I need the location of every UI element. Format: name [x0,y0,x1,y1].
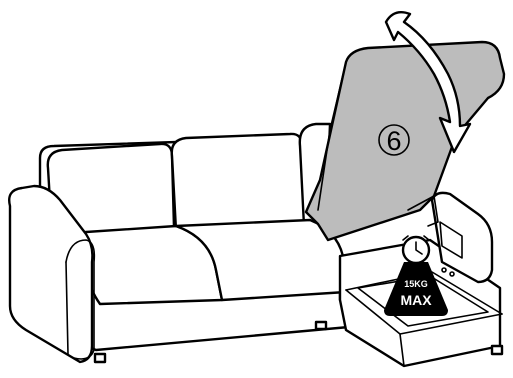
weight-value: 15KG [404,279,428,289]
foot-left [95,354,105,362]
back-cushion-middle [172,134,306,230]
weight-max-label: MAX [400,292,432,308]
foot-right [492,346,502,354]
clock-icon [403,236,429,263]
foot-middle [316,322,326,329]
step-number: 6 [386,126,401,156]
